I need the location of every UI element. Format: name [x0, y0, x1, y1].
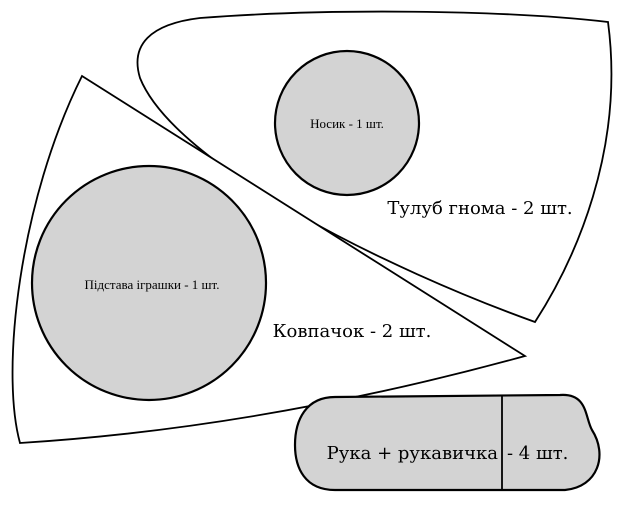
hat-label: Ковпачок - 2 шт. [273, 321, 432, 342]
nose-circle [273, 49, 421, 197]
toy-base-circle [30, 164, 268, 402]
nose-label: Носик - 1 шт. [310, 116, 384, 131]
toy-base-label: Підстава іграшки - 1 шт. [84, 277, 219, 292]
arm-count-label: - 4 шт. [507, 443, 568, 464]
arm-mitten-piece [293, 393, 601, 492]
gnome-body-label: Тулуб гнома - 2 шт. [387, 198, 572, 219]
arm-label: Рука + рукавичка [327, 443, 499, 464]
